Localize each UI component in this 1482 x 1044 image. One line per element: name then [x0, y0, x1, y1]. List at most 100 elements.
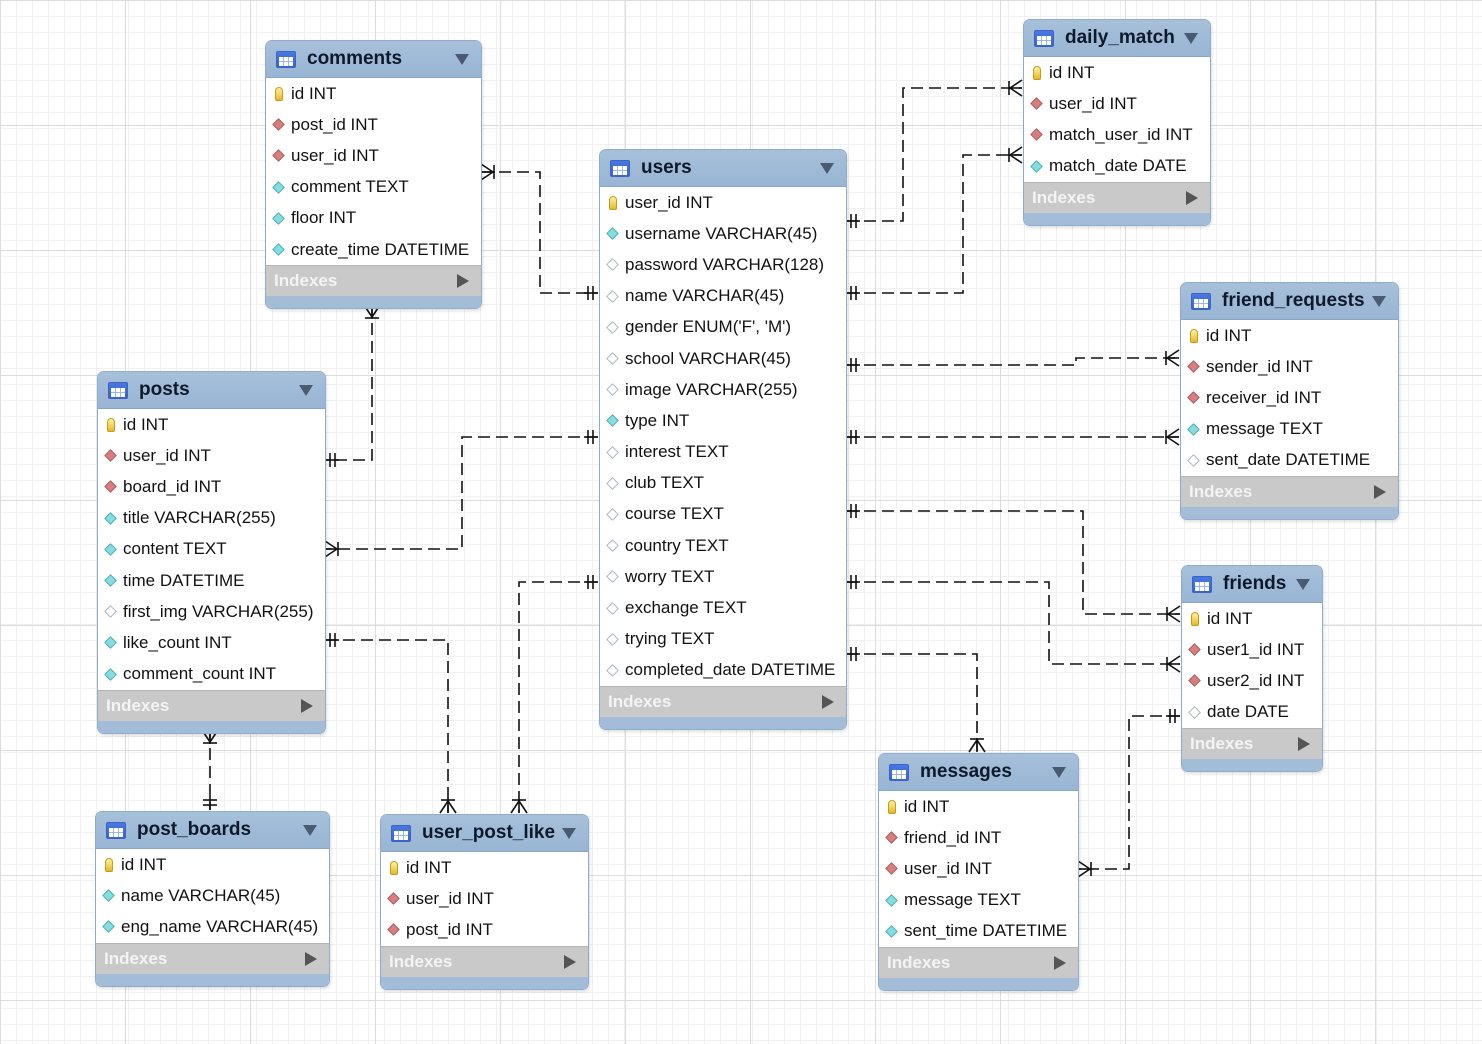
column-row[interactable]: comment TEXT — [266, 172, 481, 203]
column-row[interactable]: interest TEXT — [600, 437, 846, 468]
expand-arrow-icon[interactable] — [1054, 955, 1066, 970]
column-row[interactable]: comment_count INT — [98, 659, 325, 690]
relationship-users-daily_match[interactable] — [846, 146, 1023, 300]
column-row[interactable]: receiver_id INT — [1181, 382, 1398, 413]
column-row[interactable]: id INT — [266, 78, 481, 109]
collapse-arrow-icon[interactable] — [455, 54, 469, 65]
relationship-users-posts[interactable] — [324, 430, 598, 558]
expand-arrow-icon[interactable] — [1298, 736, 1310, 751]
indexes-section[interactable]: Indexes — [600, 686, 846, 717]
column-row[interactable]: friend_id INT — [879, 822, 1078, 853]
column-row[interactable]: exchange TEXT — [600, 592, 846, 623]
column-row[interactable]: id INT — [879, 791, 1078, 822]
expand-arrow-icon[interactable] — [1374, 484, 1386, 499]
collapse-arrow-icon[interactable] — [1296, 579, 1310, 590]
relationship-users-friend_requests[interactable] — [846, 428, 1180, 446]
column-row[interactable]: message TEXT — [1181, 414, 1398, 445]
collapse-arrow-icon[interactable] — [1372, 296, 1386, 307]
column-row[interactable]: user2_id INT — [1182, 665, 1322, 696]
column-row[interactable]: user_id INT — [600, 187, 846, 218]
collapse-arrow-icon[interactable] — [303, 825, 317, 836]
column-row[interactable]: match_date DATE — [1024, 151, 1210, 182]
column-row[interactable]: id INT — [381, 852, 588, 883]
collapse-arrow-icon[interactable] — [1184, 33, 1198, 44]
expand-arrow-icon[interactable] — [301, 698, 313, 713]
column-row[interactable]: club TEXT — [600, 468, 846, 499]
expand-arrow-icon[interactable] — [1186, 190, 1198, 205]
column-row[interactable]: school VARCHAR(45) — [600, 343, 846, 374]
expand-arrow-icon[interactable] — [822, 695, 834, 709]
relationship-users-friends[interactable] — [846, 575, 1181, 673]
column-row[interactable]: trying TEXT — [600, 624, 846, 655]
column-row[interactable]: image VARCHAR(255) — [600, 374, 846, 405]
column-row[interactable]: content TEXT — [98, 534, 325, 565]
column-row[interactable]: time DATETIME — [98, 565, 325, 596]
column-row[interactable]: user_id INT — [98, 440, 325, 471]
column-row[interactable]: like_count INT — [98, 627, 325, 658]
relationship-users-comments[interactable] — [480, 163, 598, 300]
column-row[interactable]: id INT — [1182, 603, 1322, 634]
table-header[interactable]: post_boards — [96, 812, 329, 849]
column-row[interactable]: create_time DATETIME — [266, 234, 481, 265]
column-row[interactable]: name VARCHAR(45) — [96, 880, 329, 911]
column-row[interactable]: user_id INT — [266, 140, 481, 171]
expand-arrow-icon[interactable] — [564, 954, 576, 969]
indexes-section[interactable]: Indexes — [381, 945, 588, 977]
column-row[interactable]: message TEXT — [879, 885, 1078, 916]
indexes-section[interactable]: Indexes — [879, 946, 1078, 978]
column-row[interactable]: completed_date DATETIME — [600, 655, 846, 686]
column-row[interactable]: course TEXT — [600, 499, 846, 530]
collapse-arrow-icon[interactable] — [1052, 767, 1066, 778]
relationship-posts-comments[interactable] — [325, 304, 381, 467]
relationship-users-friend_requests[interactable] — [846, 349, 1180, 372]
column-row[interactable]: id INT — [1181, 320, 1398, 351]
relationship-users-friends[interactable] — [846, 504, 1181, 623]
expand-arrow-icon[interactable] — [457, 274, 469, 289]
relationship-friends-messages[interactable] — [1077, 709, 1180, 878]
indexes-section[interactable]: Indexes — [1182, 727, 1322, 759]
column-row[interactable]: user_id INT — [1024, 88, 1210, 119]
column-row[interactable]: date DATE — [1182, 697, 1322, 728]
column-row[interactable]: sender_id INT — [1181, 351, 1398, 382]
column-row[interactable]: name VARCHAR(45) — [600, 281, 846, 312]
column-row[interactable]: eng_name VARCHAR(45) — [96, 911, 329, 942]
table-header[interactable]: friend_requests — [1181, 283, 1398, 320]
table-header[interactable]: messages — [879, 754, 1078, 791]
indexes-section[interactable]: Indexes — [1024, 181, 1210, 213]
relationship-users-messages[interactable] — [846, 647, 986, 753]
table-header[interactable]: friends — [1182, 566, 1322, 603]
table-header[interactable]: daily_match — [1024, 20, 1210, 57]
relationship-post_boards-posts[interactable] — [201, 729, 219, 810]
column-row[interactable]: user_id INT — [879, 853, 1078, 884]
table-header[interactable]: user_post_like — [381, 815, 588, 852]
column-row[interactable]: board_id INT — [98, 471, 325, 502]
expand-arrow-icon[interactable] — [305, 951, 317, 966]
relationship-users-user_post_like[interactable] — [510, 575, 598, 814]
column-row[interactable]: post_id INT — [381, 914, 588, 945]
column-row[interactable]: id INT — [96, 849, 329, 880]
relationship-posts-user_post_like[interactable] — [325, 633, 457, 814]
table-header[interactable]: posts — [98, 372, 325, 409]
column-row[interactable]: worry TEXT — [600, 561, 846, 592]
column-row[interactable]: type INT — [600, 405, 846, 436]
column-row[interactable]: first_img VARCHAR(255) — [98, 596, 325, 627]
column-row[interactable]: sent_date DATETIME — [1181, 445, 1398, 476]
column-row[interactable]: password VARCHAR(128) — [600, 249, 846, 280]
column-row[interactable]: sent_time DATETIME — [879, 916, 1078, 947]
collapse-arrow-icon[interactable] — [820, 163, 834, 174]
column-row[interactable]: id INT — [98, 409, 325, 440]
indexes-section[interactable]: Indexes — [1181, 475, 1398, 507]
column-row[interactable]: gender ENUM('F', 'M') — [600, 312, 846, 343]
column-row[interactable]: post_id INT — [266, 109, 481, 140]
collapse-arrow-icon[interactable] — [299, 385, 313, 396]
column-row[interactable]: country TEXT — [600, 530, 846, 561]
